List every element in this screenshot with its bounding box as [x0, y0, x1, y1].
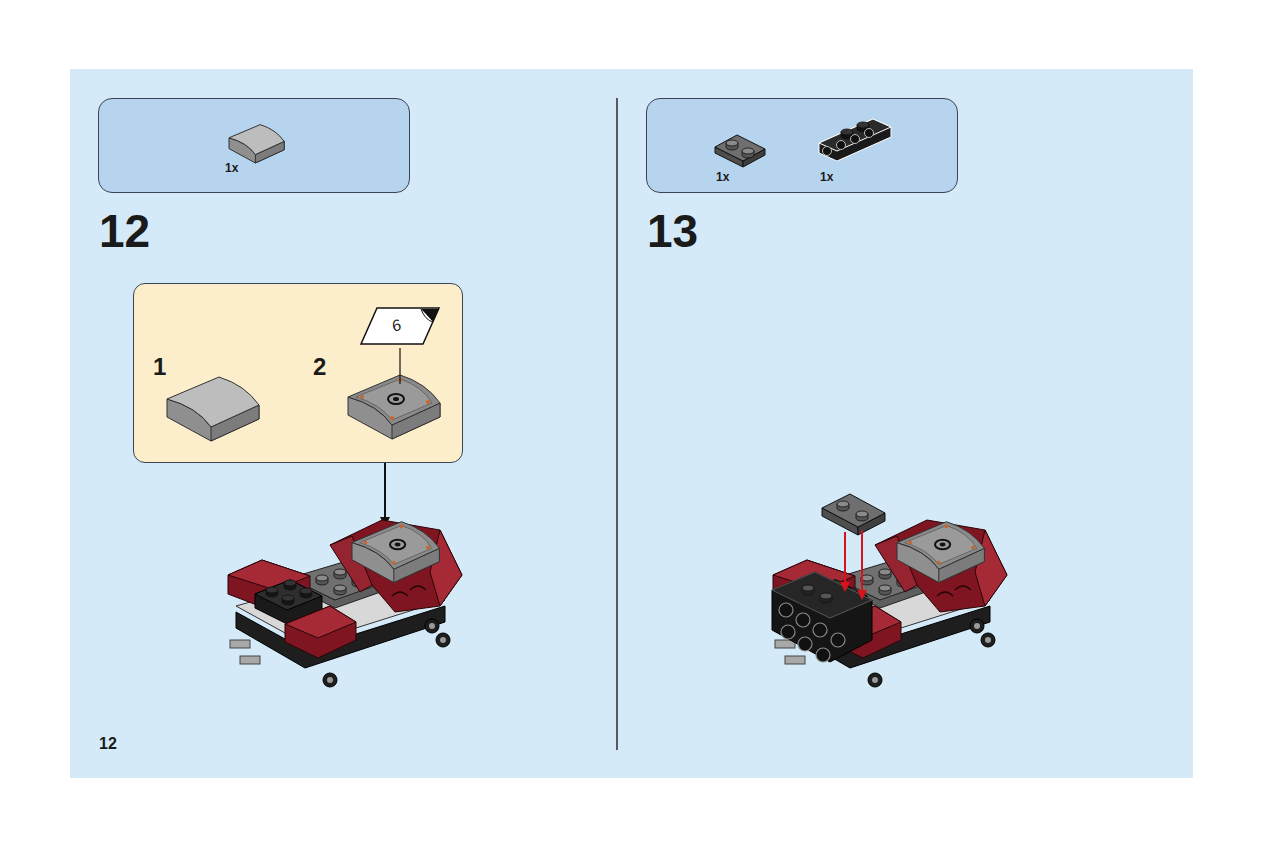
part-quantity: 1x [225, 162, 238, 174]
part-quantity: 1x [820, 171, 833, 183]
step-number: 13 [647, 208, 698, 254]
part-illustration [647, 99, 959, 194]
part-quantity: 1x [716, 171, 729, 183]
part-illustration [99, 99, 411, 194]
substep-callout: 1 2 6 [133, 283, 463, 463]
substep-number: 1 [153, 355, 166, 379]
model-step12 [228, 520, 462, 687]
page-number: 12 [99, 736, 117, 752]
model-step13 [773, 520, 1007, 687]
parts-callout: 1x 1x [646, 98, 958, 193]
step-number: 12 [99, 208, 150, 254]
sticker: 6 [359, 306, 441, 346]
parts-callout: 1x [98, 98, 410, 193]
substep-number: 2 [313, 355, 326, 379]
